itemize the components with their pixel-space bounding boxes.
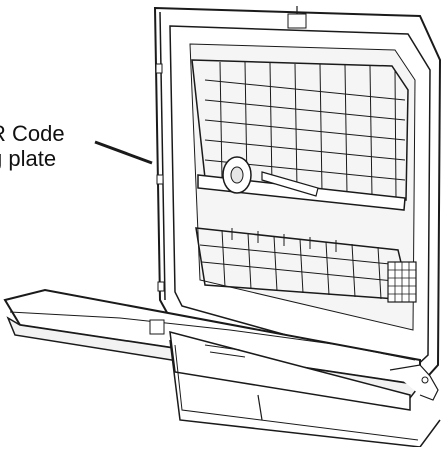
utensil-basket — [387, 261, 417, 303]
rail-clip-3 — [157, 281, 165, 292]
rail-clip-2 — [156, 174, 164, 185]
top-hinge — [287, 6, 307, 29]
callout-label: R Code g plate — [0, 121, 65, 171]
left-rail — [159, 11, 166, 301]
callout-line-1: R Code — [0, 121, 65, 146]
spray-arm — [222, 156, 319, 197]
rail-clip-1 — [155, 63, 163, 74]
callout-line-2: g plate — [0, 146, 57, 171]
callout-leader-line — [94, 140, 153, 165]
open-door — [3, 288, 441, 448]
